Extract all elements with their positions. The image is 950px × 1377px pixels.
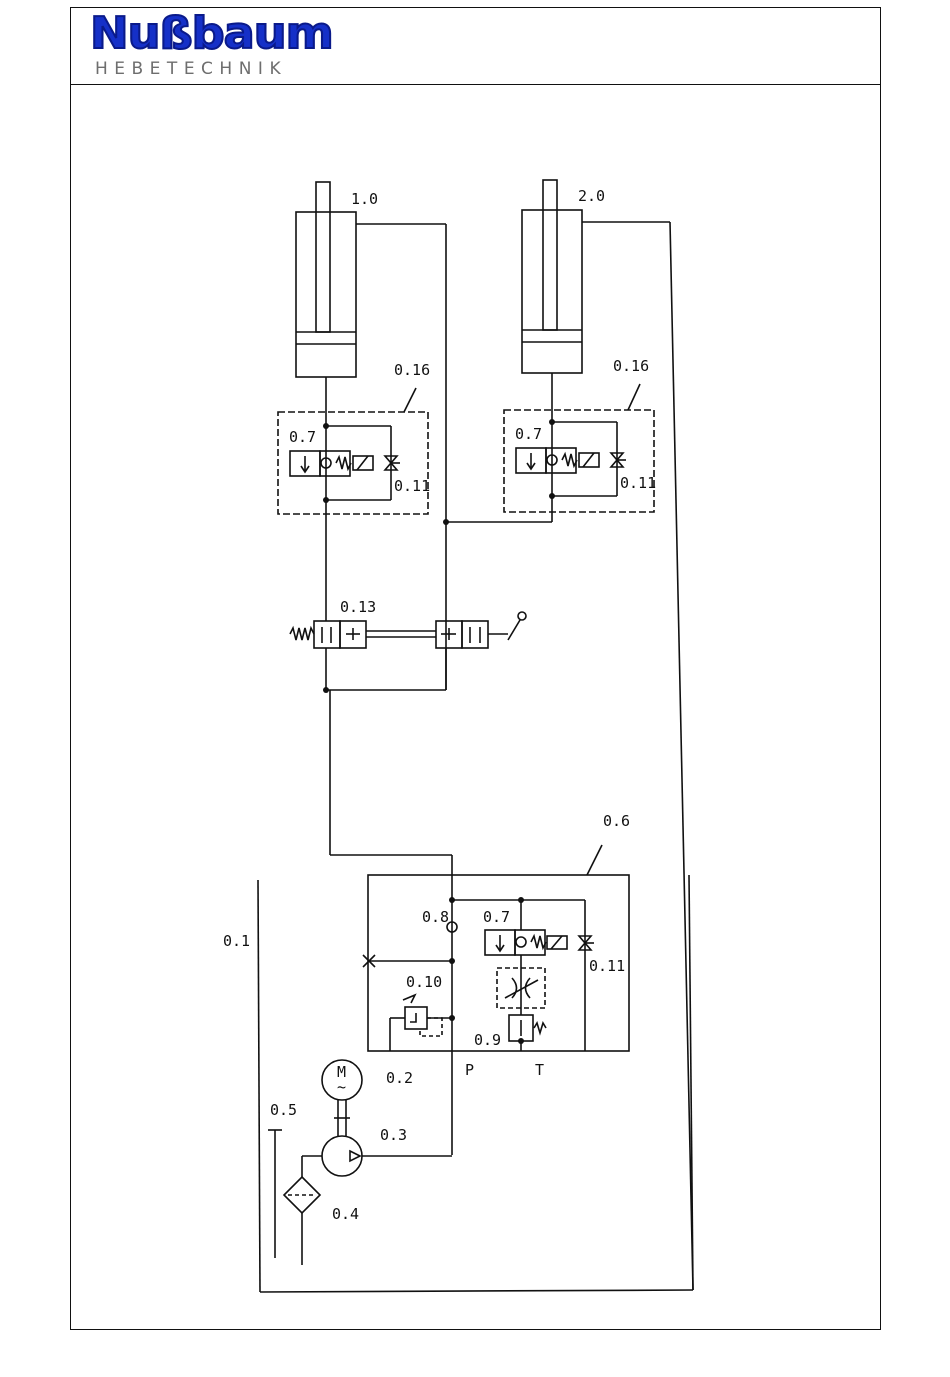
motor-tilde-symbol: ~: [337, 1078, 346, 1096]
hand-valve: [290, 540, 526, 690]
label-port-t: T: [535, 1061, 544, 1079]
valve-block-right: [504, 384, 654, 522]
label-cylinder-2: 2.0: [578, 187, 605, 205]
label-flow-valve: 0.9: [474, 1031, 501, 1049]
tank-outline: [258, 875, 693, 1292]
label-hand-valve: 0.13: [340, 598, 376, 616]
pump: [302, 1136, 452, 1177]
label-cylinder-1: 1.0: [351, 190, 378, 208]
label-check-valve: 0.8: [422, 908, 449, 926]
label-tank: 0.1: [223, 932, 250, 950]
label-pump: 0.3: [380, 1126, 407, 1144]
label-cock-unit: 0.11: [589, 957, 625, 975]
cylinder-2: [522, 180, 693, 1290]
label-valve-0-7-left: 0.7: [289, 428, 316, 446]
label-valve-block-right: 0.16: [613, 357, 649, 375]
valve-block-left: [278, 388, 428, 540]
filter: [284, 1177, 320, 1265]
label-suction: 0.5: [270, 1101, 297, 1119]
label-motor: 0.2: [386, 1069, 413, 1087]
label-relief-valve: 0.10: [406, 973, 442, 991]
power-unit-block: [363, 845, 629, 1051]
label-cock-right: 0.11: [620, 474, 656, 492]
label-port-p: P: [465, 1061, 474, 1079]
component-labels: 1.0 2.0 0.16 0.16 0.7 0.7 0.11 0.11 0.13…: [223, 187, 656, 1223]
label-valve-0-7-right: 0.7: [515, 425, 542, 443]
label-filter: 0.4: [332, 1205, 359, 1223]
label-cock-left: 0.11: [394, 477, 430, 495]
label-valve-0-7-unit: 0.7: [483, 908, 510, 926]
label-valve-block-left: 0.16: [394, 361, 430, 379]
label-power-unit: 0.6: [603, 812, 630, 830]
suction-line: [268, 1130, 282, 1258]
